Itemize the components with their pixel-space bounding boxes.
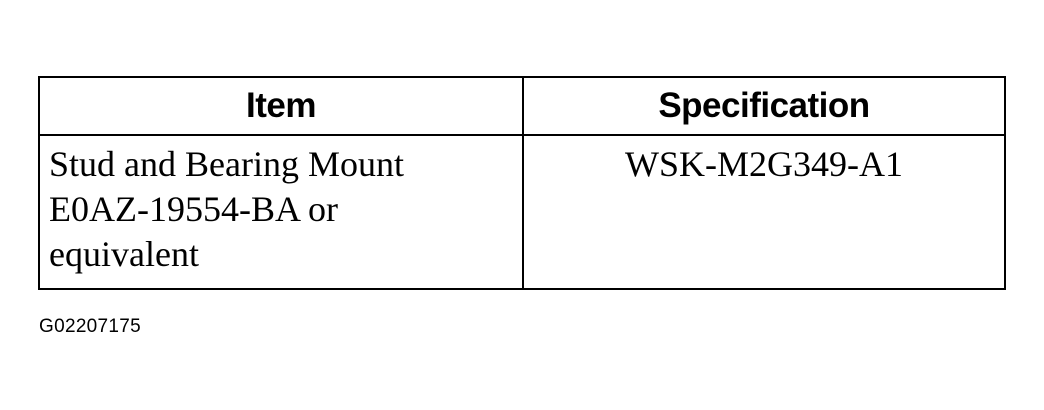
figure-id: G02207175: [39, 316, 142, 337]
header-item: Item: [38, 76, 524, 136]
specification-table: Item Specification Stud and Bearing Moun…: [38, 76, 1006, 290]
specification-cell: WSK-M2G349-A1: [522, 134, 1006, 290]
item-line-2: E0AZ-19554-BA or: [49, 189, 338, 229]
item-cell: Stud and Bearing Mount E0AZ-19554-BA or …: [38, 134, 524, 290]
table-header-row: Item Specification: [38, 76, 1006, 136]
header-specification: Specification: [522, 76, 1006, 136]
item-line-3: equivalent: [49, 234, 199, 274]
item-line-1: Stud and Bearing Mount: [49, 144, 404, 184]
table-row: Stud and Bearing Mount E0AZ-19554-BA or …: [38, 134, 1006, 290]
